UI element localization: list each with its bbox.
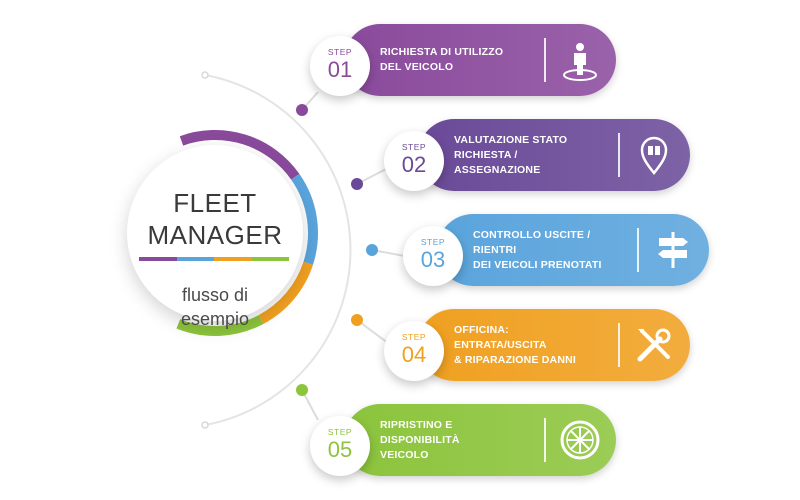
signpost-icon [658,232,688,268]
hub-ring-segment [258,261,313,324]
step-01-badge: STEP 01 [310,36,370,96]
hub-color-bar [139,257,289,261]
tools-icon [637,328,671,362]
step-04-badge: STEP 04 [384,321,444,381]
step-04-card: OFFICINA: ENTRATA/USCITA& RIPARAZIONE DA… [418,309,690,381]
step-05-badge: STEP 05 [310,416,370,476]
hub-ring-segment [176,315,264,336]
hub-ring-segment [291,173,318,265]
map-pin-icon [640,136,668,176]
person-icon [563,43,597,81]
step-02-badge: STEP 02 [384,131,444,191]
wheel-icon [560,420,600,460]
step-04-dot [351,314,363,326]
hub-color-ring [176,130,318,336]
hub-title: FLEET MANAGER [147,188,283,250]
step-05-dot [296,384,308,396]
fleet-manager-hub: FLEET MANAGER flusso di esempio [127,145,303,329]
step-02-dot [351,178,363,190]
step-03-badge: STEP 03 [403,226,463,286]
step-03-dot [366,244,378,256]
hub-subtitle: flusso di esempio [180,285,250,329]
hub-ring-segment [179,130,300,180]
outer-arc [204,74,352,426]
step-01-dot [296,104,308,116]
